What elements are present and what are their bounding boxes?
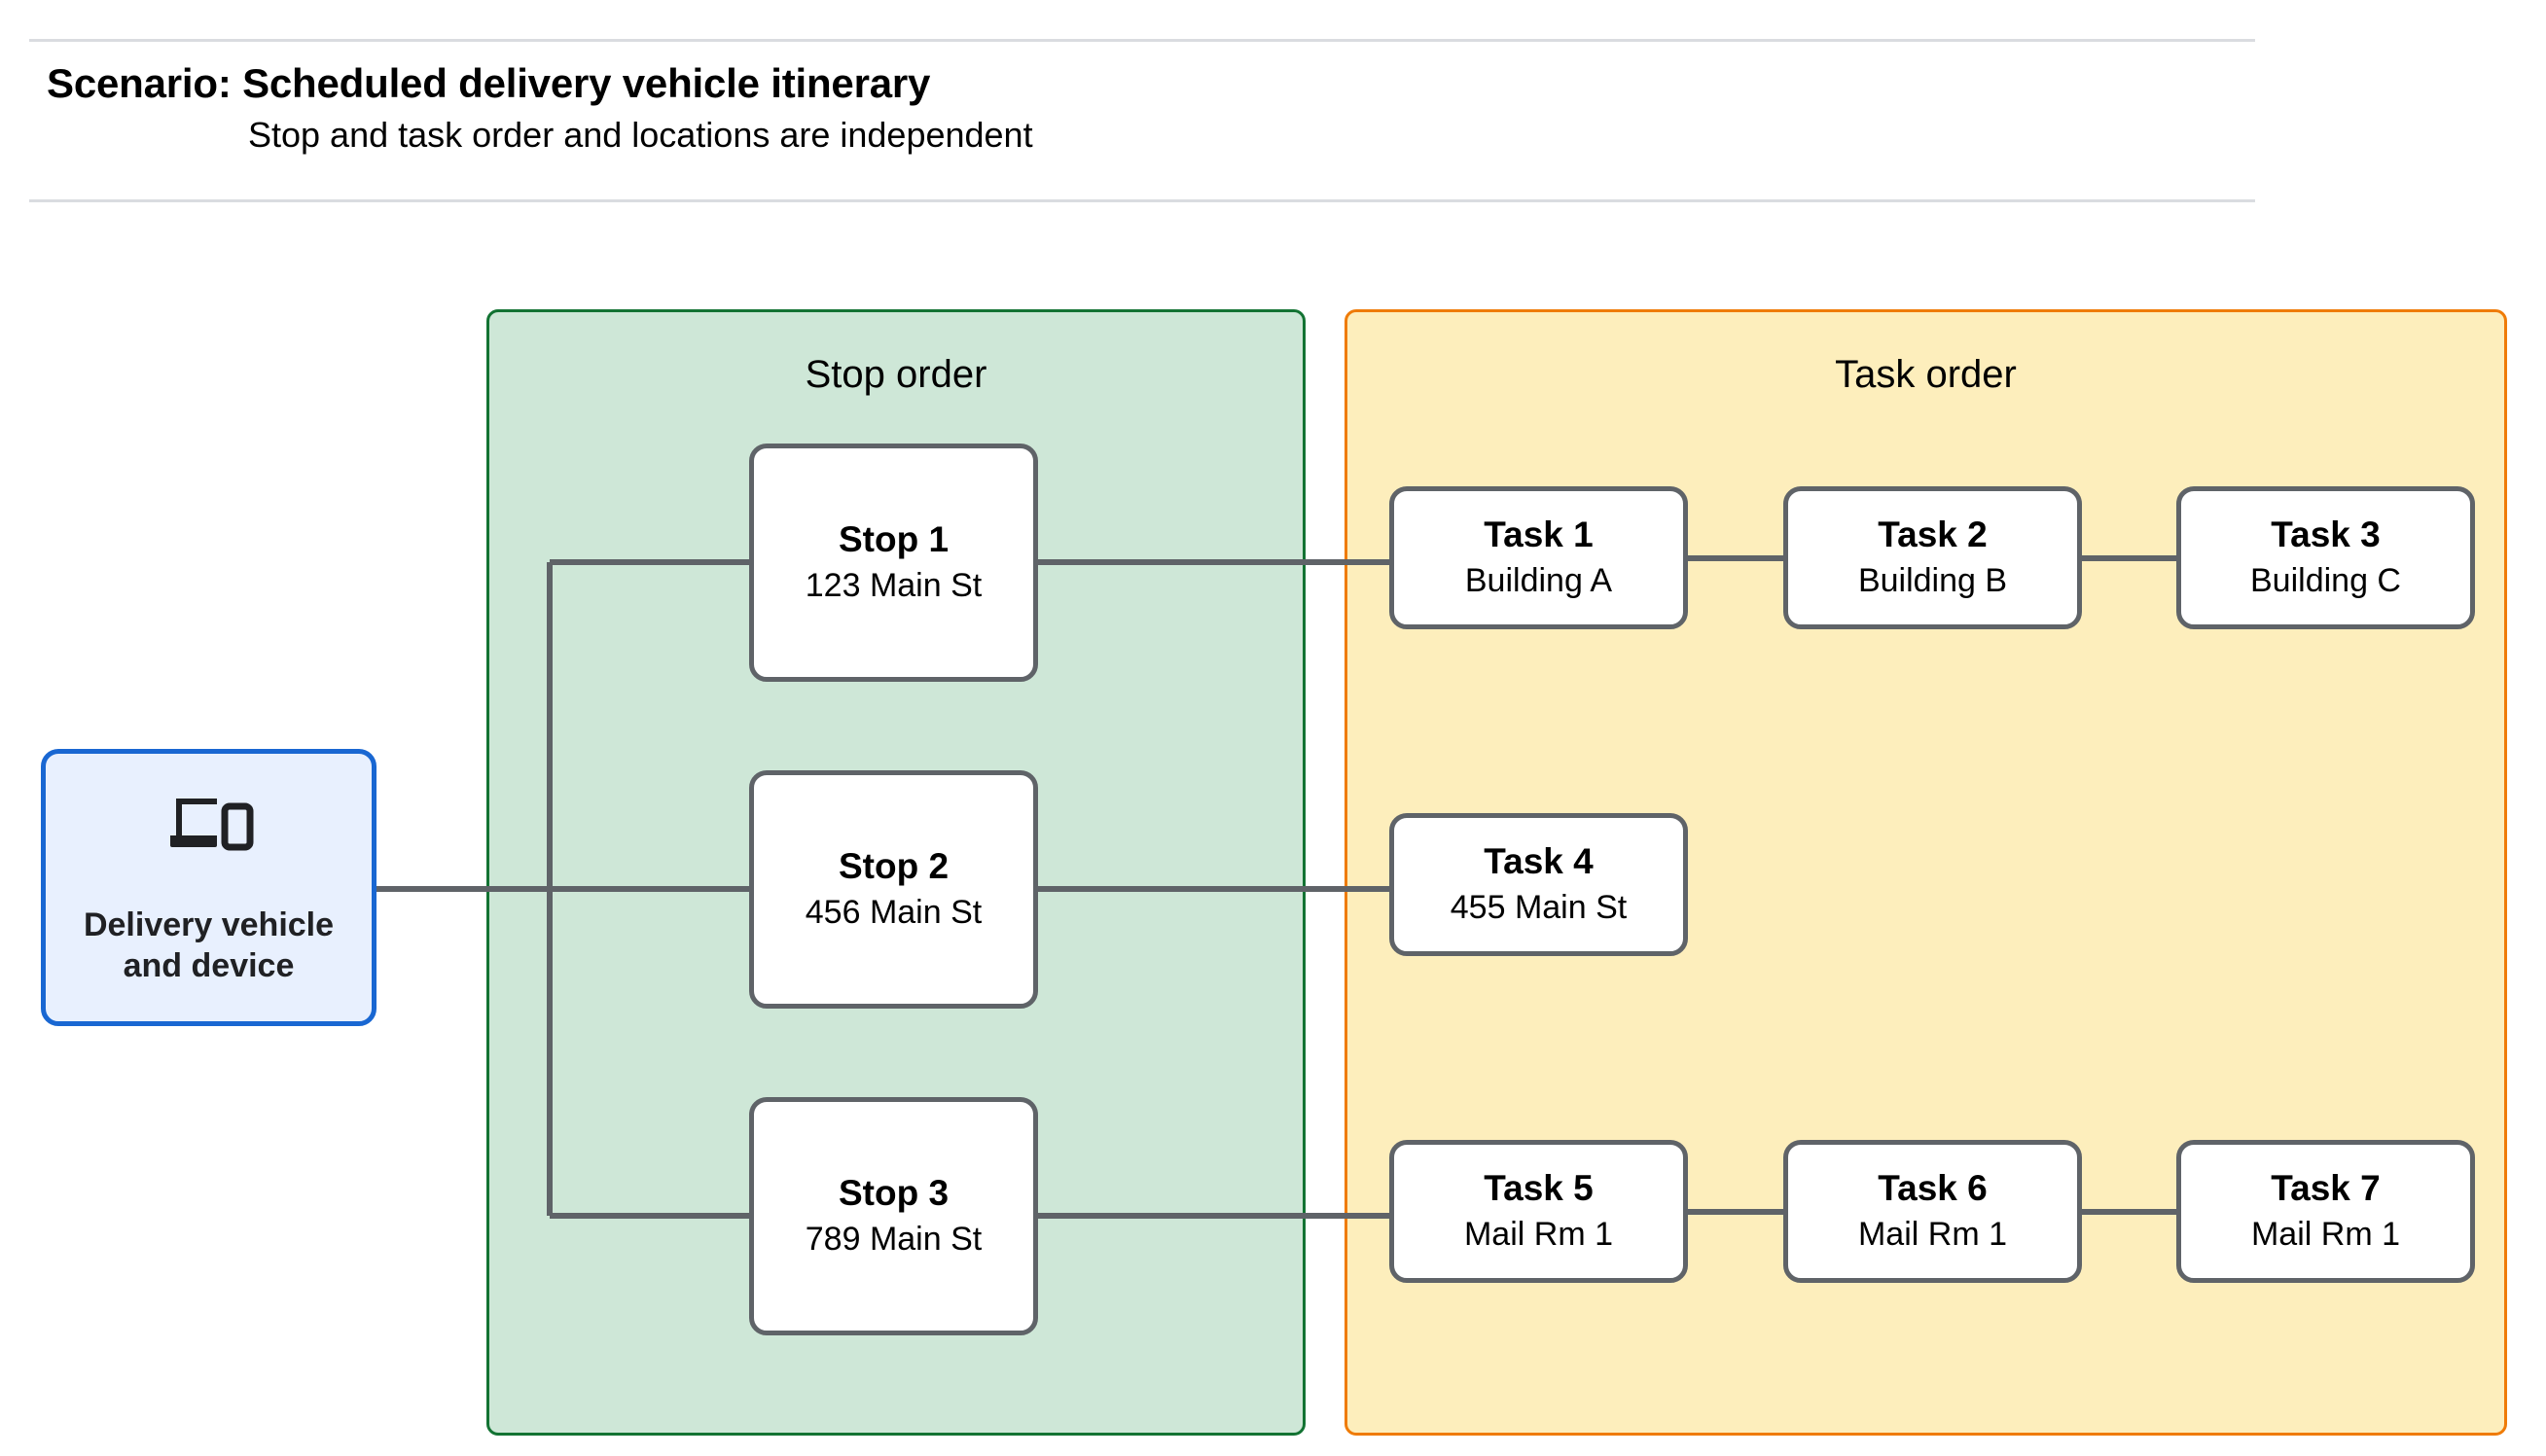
task-node-3-location: Building C (2250, 562, 2401, 600)
stop-node-1-address: 123 Main St (805, 567, 983, 605)
task-node-2-title: Task 2 (1878, 514, 1988, 554)
stop-node-2-title: Stop 2 (838, 845, 950, 886)
delivery-vehicle-device-node[interactable]: Delivery vehicle and device (41, 749, 377, 1026)
task-node-6-title: Task 6 (1878, 1167, 1988, 1208)
task-node-7-title: Task 7 (2271, 1167, 2381, 1208)
task-node-3[interactable]: Task 3 Building C (2176, 486, 2475, 629)
task-node-7-location: Mail Rm 1 (2250, 1216, 2401, 1254)
task-node-3-title: Task 3 (2271, 514, 2381, 554)
page-subtitle: Stop and task order and locations are in… (248, 115, 1033, 155)
task-node-7[interactable]: Task 7 Mail Rm 1 (2176, 1140, 2475, 1283)
task-node-1-title: Task 1 (1484, 514, 1594, 554)
stop-node-3[interactable]: Stop 3 789 Main St (749, 1097, 1038, 1335)
stop-node-3-title: Stop 3 (838, 1172, 950, 1213)
page-title: Scenario: Scheduled delivery vehicle iti… (47, 60, 931, 106)
stop-order-panel-title: Stop order (805, 353, 987, 396)
task-node-5-title: Task 5 (1484, 1167, 1594, 1208)
task-order-panel-title: Task order (1835, 353, 2017, 396)
task-node-4-location: 455 Main St (1450, 889, 1628, 927)
stop-node-1[interactable]: Stop 1 123 Main St (749, 444, 1038, 682)
stop-node-1-title: Stop 1 (838, 518, 950, 559)
stop-node-3-address: 789 Main St (805, 1221, 983, 1259)
header-divider-bottom (29, 199, 2255, 202)
task-node-4[interactable]: Task 4 455 Main St (1389, 813, 1688, 956)
task-node-2[interactable]: Task 2 Building B (1783, 486, 2082, 629)
stop-node-2-address: 456 Main St (805, 894, 983, 932)
delivery-vehicle-device-label: Delivery vehicle and device (83, 906, 335, 985)
task-node-6-location: Mail Rm 1 (1857, 1216, 2008, 1254)
devices-laptop-phone-icon (162, 789, 256, 864)
task-node-1-location: Building A (1464, 562, 1613, 600)
task-node-5[interactable]: Task 5 Mail Rm 1 (1389, 1140, 1688, 1283)
task-node-6[interactable]: Task 6 Mail Rm 1 (1783, 1140, 2082, 1283)
task-node-5-location: Mail Rm 1 (1463, 1216, 1614, 1254)
header-divider-top (29, 39, 2255, 42)
stop-node-2[interactable]: Stop 2 456 Main St (749, 770, 1038, 1009)
task-node-1[interactable]: Task 1 Building A (1389, 486, 1688, 629)
task-node-4-title: Task 4 (1484, 840, 1594, 881)
task-node-2-location: Building B (1857, 562, 2008, 600)
